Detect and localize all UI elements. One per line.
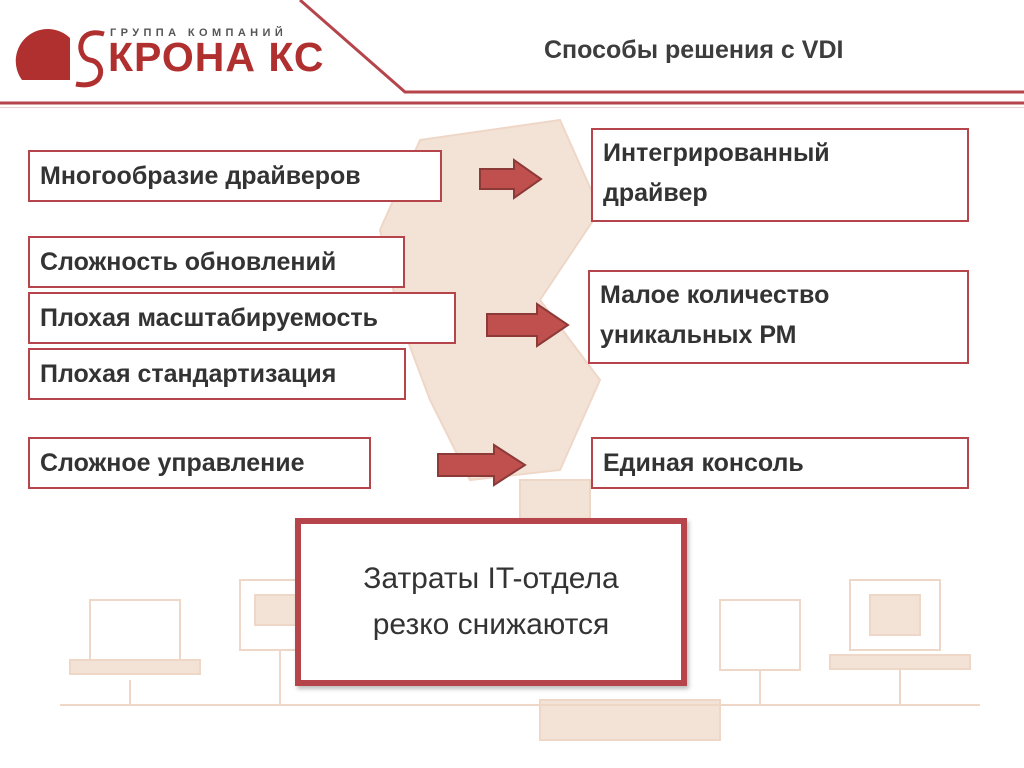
- problem-scalability: Плохая масштабируемость: [28, 292, 456, 344]
- solution-integrated-driver: Интегрированный драйвер: [591, 128, 969, 222]
- logo-tagline: ГРУППА КОМПАНИЙ: [110, 27, 288, 39]
- crona-emblem-icon: [15, 28, 105, 88]
- result-text: Затраты IT-отдела резко снижаются: [363, 562, 619, 641]
- problem-drivers: Многообразие драйверов: [28, 150, 442, 202]
- page-title: Способы решения с VDI: [544, 36, 844, 64]
- problem-standardization: Плохая стандартизация: [28, 348, 406, 400]
- arrow-right-icon: [486, 302, 570, 348]
- logo-name: КРОНА КС: [108, 34, 325, 80]
- problem-management: Сложное управление: [28, 437, 371, 489]
- arrow-right-icon: [437, 443, 527, 487]
- arrow-right-icon: [479, 158, 543, 200]
- logo-mark: CRONA: [18, 64, 55, 75]
- problem-updates: Сложность обновлений: [28, 236, 405, 288]
- result-box: Затраты IT-отдела резко снижаются: [295, 518, 687, 686]
- company-logo: [14, 20, 314, 92]
- solution-few-unique-workstations: Малое количество уникальных РМ: [588, 270, 969, 364]
- solution-single-console: Единая консоль: [591, 437, 969, 489]
- header-decoration: [0, 0, 1024, 108]
